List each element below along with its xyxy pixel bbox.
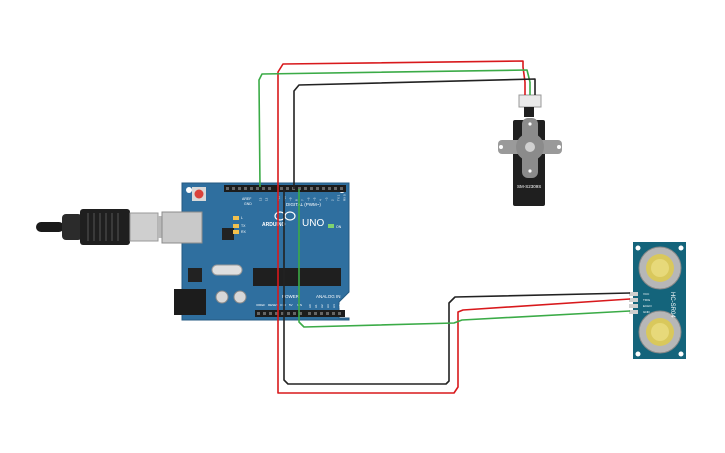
arduino-logo (274, 211, 296, 221)
wire-green-sensor[interactable] (298, 189, 631, 328)
crystal (211, 264, 243, 276)
digital-pin-label: TX 1 (337, 194, 341, 201)
sensor-pin-gnd: GND (643, 310, 651, 314)
ioref-label: IOREF (256, 303, 265, 307)
digital-pin-label: ~6 (307, 197, 311, 201)
analog-pin-label: A5 (338, 304, 342, 308)
digital-pin-label: 2 (331, 199, 335, 201)
digital-header (224, 185, 346, 192)
reset-label: RESET (268, 303, 278, 307)
servo-motor[interactable]: SM-S2309S (498, 82, 562, 206)
sensor-pin-vcc: VCC (643, 292, 650, 296)
rx-label: RX (241, 230, 247, 234)
l-label: L (241, 216, 243, 220)
led-tx (233, 224, 239, 228)
digital-pin-label: 12 (265, 197, 269, 201)
led-l (233, 216, 239, 220)
power-jack (174, 289, 206, 315)
reset-button[interactable] (194, 189, 204, 199)
arduino-brand: ARDUINO (262, 222, 285, 228)
digital-pin-label: 7 (301, 199, 305, 201)
usb-cable[interactable] (36, 209, 164, 245)
capacitor (233, 290, 247, 304)
digital-pin-label: ~9 (289, 197, 293, 201)
usb-cable-end (36, 222, 64, 232)
led-on (328, 224, 334, 228)
wire-green-servo[interactable] (258, 69, 531, 188)
led-rx (233, 230, 239, 234)
servo-cable (524, 107, 534, 117)
v5-label: 5V (289, 303, 293, 307)
usb-metal-shell (129, 212, 159, 242)
voltage-regulator (188, 268, 202, 282)
wire-black-servo[interactable] (293, 78, 536, 189)
analog-pin-label: A4 (332, 304, 336, 308)
wire-red-servo[interactable] (277, 60, 631, 394)
digital-pin-label: RX 0 (343, 194, 347, 201)
digital-pin-label: 8 (295, 199, 299, 201)
analog-pin-label: A1 (314, 304, 318, 308)
usb-tip (158, 216, 164, 238)
ultrasonic-sensor[interactable]: HC-SR04 VCC TRIG ECHO GND (629, 242, 686, 359)
analog-pin-label: A0 (308, 304, 312, 308)
wire-black-sensor[interactable] (283, 189, 631, 385)
digital-label: DIGITAL (PWM~) (286, 202, 321, 207)
atmega-chip (253, 268, 341, 286)
arduino-model: UNO (302, 218, 324, 229)
digital-pin-label: 13 (259, 197, 263, 201)
gnd-label: GND (244, 202, 252, 206)
power-analog-header-pins[interactable] (257, 312, 341, 315)
usb-chip (222, 228, 234, 240)
servo-model-label: SM-S2309S (517, 184, 541, 189)
analog-pin-label: A3 (326, 304, 330, 308)
sensor-model-label: HC-SR04 (669, 292, 675, 318)
digital-pin-label: ~3 (325, 197, 329, 201)
sensor-transducer-top (638, 246, 682, 290)
sensor-transducer-bottom (638, 310, 682, 354)
board-pcb (181, 182, 350, 321)
v33-label: 3.3V (280, 303, 286, 307)
sensor-pin-echo: ECHO (643, 304, 652, 308)
digital-pin-label: 4 (319, 199, 323, 201)
analog-pin-label: A2 (320, 304, 324, 308)
usb-b-jack (161, 211, 203, 244)
capacitor (215, 290, 229, 304)
sensor-pin-trig: TRIG (643, 298, 651, 302)
usb-boot (62, 214, 82, 240)
digital-pin-label: ~5 (313, 197, 317, 201)
mount-hole (186, 187, 192, 193)
on-label: ON (336, 225, 342, 229)
aref-label: AREF (242, 197, 251, 201)
tx-label: TX (241, 224, 246, 228)
servo-shaft (525, 142, 535, 152)
analog-label: ANALOG IN (316, 294, 341, 299)
arduino-uno-board[interactable]: AREF GND DIGITAL (PWM~) ARDUINO UNO L TX… (161, 182, 350, 321)
power-label: POWER (282, 294, 300, 299)
sensor-pins[interactable] (629, 292, 638, 314)
servo-connector[interactable] (518, 94, 542, 108)
